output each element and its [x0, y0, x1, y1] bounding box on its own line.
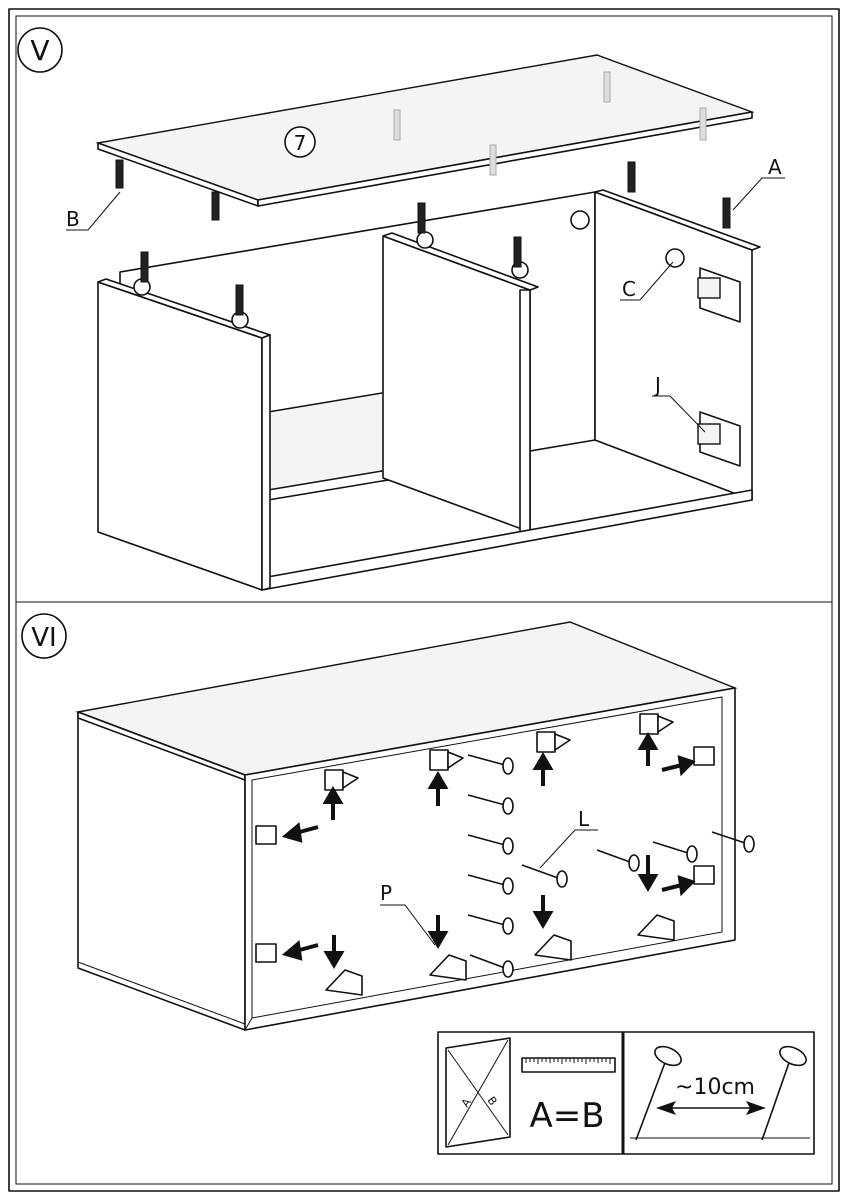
nail-spacing-diagram: ~10cm	[630, 1045, 810, 1141]
a-equals-b: A=B	[529, 1096, 604, 1136]
nail-icon	[521, 864, 568, 888]
step-v-badge	[17, 27, 63, 73]
hinge-plate-icon	[697, 267, 741, 323]
step-v-number: V	[30, 34, 49, 67]
step-vi: VI	[21, 613, 815, 1155]
clip-icon	[693, 746, 715, 766]
cam-bolt-icon	[211, 191, 220, 221]
clip-icon	[693, 865, 715, 885]
cam-bolt-icon	[115, 159, 124, 189]
dowel-icon	[417, 202, 426, 234]
cabinet-back-view	[75, 621, 738, 1031]
nails	[467, 754, 755, 978]
cam-lock-icon	[665, 248, 685, 268]
ruler-icon	[521, 1057, 616, 1073]
board-number-badge	[284, 126, 316, 158]
label-j: J	[653, 373, 661, 397]
nail-icon	[469, 954, 514, 978]
clip-icon	[637, 914, 675, 941]
dowel-icon	[722, 197, 731, 229]
clip-icon	[429, 749, 464, 771]
cam-bolt-icon	[603, 71, 611, 103]
nail-icon	[467, 874, 514, 895]
clip-icon	[536, 731, 571, 753]
nail-icon	[467, 834, 514, 855]
clips	[255, 713, 715, 996]
part-labels-vi: L P	[380, 807, 598, 946]
nail-icon	[467, 754, 514, 775]
cam-bolt-icon	[393, 109, 401, 141]
step-v: V 7	[17, 27, 785, 591]
cam-lock-icon	[570, 210, 590, 230]
inner-frame	[15, 15, 833, 1185]
clip-icon	[639, 713, 674, 735]
nail-icon	[467, 794, 514, 815]
label-b: B	[66, 207, 80, 231]
clip-icon	[324, 769, 359, 791]
hinge-plate-icon	[697, 411, 741, 467]
label-c: C	[622, 277, 636, 301]
clip-icon	[429, 954, 467, 981]
dowel-icon	[140, 251, 149, 283]
cam-bolt-icon	[489, 144, 497, 176]
dowel-icon	[235, 284, 244, 316]
nail-icon	[596, 849, 640, 872]
dowel-icon	[627, 161, 636, 193]
clip-icon	[255, 943, 277, 963]
step-vi-number: VI	[31, 623, 56, 653]
label-a: A	[768, 155, 782, 179]
clip-icon	[534, 934, 572, 961]
dowel-icon	[513, 236, 522, 268]
step-vi-badge	[21, 613, 67, 659]
cabinet-carcass	[97, 159, 761, 591]
clip-icon	[255, 825, 277, 845]
board-number: 7	[294, 131, 307, 155]
nail-icon	[467, 914, 514, 935]
clip-icon	[325, 969, 363, 996]
label-l: L	[578, 807, 590, 831]
spacing-label: ~10cm	[675, 1075, 755, 1100]
nail-icon	[711, 831, 755, 853]
cam-lock-icon	[416, 231, 434, 249]
top-board: 7	[95, 54, 755, 207]
tips-inset: A B A=B ~10cm	[437, 1031, 815, 1155]
nail-icon	[652, 841, 698, 863]
part-labels-v: A B C J	[66, 155, 785, 433]
cam-bolt-icon	[699, 107, 707, 141]
arrows	[281, 732, 696, 969]
label-p: P	[380, 881, 392, 905]
outer-frame	[8, 8, 840, 1192]
